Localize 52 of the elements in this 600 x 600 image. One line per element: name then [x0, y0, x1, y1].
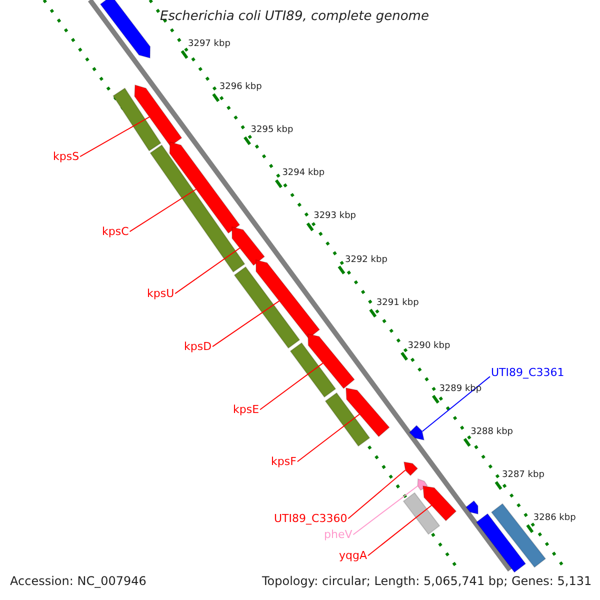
genome-summary-text: Topology: circular; Length: 5,065,741 bp; Genes: 5,131: [262, 574, 592, 588]
gene-label: yqgA: [339, 549, 367, 562]
gene-label: kpsE: [233, 403, 260, 416]
gene-label: pheV: [324, 528, 352, 542]
gene-label: kpsD: [184, 340, 212, 354]
tick-label: 3288 kbp: [470, 426, 513, 438]
tick-label: 3286 kbp: [533, 513, 576, 524]
gene-label: UTI89_C3361: [491, 366, 564, 380]
tick-label: 3290 kbp: [408, 340, 450, 352]
gene-segment: [150, 144, 246, 273]
tick-label: 3292 kbp: [345, 254, 388, 266]
gene-segment: [100, 0, 151, 59]
gene-label: kpsF: [271, 455, 296, 468]
gene-segment: [256, 259, 320, 340]
gene-segment: [290, 342, 336, 398]
leader-line: [368, 504, 432, 556]
tick-label: 3296 kbp: [219, 82, 262, 93]
gene-segment: [234, 266, 300, 349]
leader-line: [129, 188, 197, 232]
gene-label: kpsC: [102, 225, 129, 238]
gene-segment: [408, 424, 425, 441]
leader-line: [260, 362, 324, 410]
leader-line: [348, 470, 406, 520]
tick-label: 3294 kbp: [282, 168, 325, 180]
gene-segment: [402, 492, 440, 535]
gene-segment: [345, 387, 390, 438]
tick-label: 3293 kbp: [314, 211, 356, 222]
tick-label: 3291 kbp: [376, 298, 419, 308]
gene-segment: [476, 513, 526, 573]
gene-label: kpsS: [53, 150, 80, 164]
tick-label: 3295 kbp: [250, 125, 294, 136]
gene-label: kpsU: [147, 287, 174, 300]
leader-line: [80, 116, 150, 158]
gene-label: UTI89_C3360: [274, 512, 348, 526]
leader-line: [212, 300, 280, 348]
tick-label: 3287 kbp: [502, 470, 544, 481]
gene-segment: [307, 333, 356, 390]
gene-segment: [169, 141, 240, 234]
gene-segment: [422, 485, 457, 522]
map-title: Escherichia coli UTI89, complete genome: [160, 9, 429, 25]
leader-line: [174, 248, 240, 294]
gene-segment: [134, 84, 182, 147]
gene-segment: [403, 461, 418, 476]
gene-segment: [465, 500, 478, 515]
gene-segment: [232, 226, 266, 266]
leader-line: [296, 414, 360, 462]
gene-segment: [112, 87, 162, 152]
gene-segment: [324, 392, 370, 447]
accession-text: Accession: NC_007946: [10, 574, 146, 588]
leader-line: [422, 376, 490, 432]
leader-line: [352, 485, 418, 536]
tick-label: 3297 kbp: [188, 39, 230, 50]
